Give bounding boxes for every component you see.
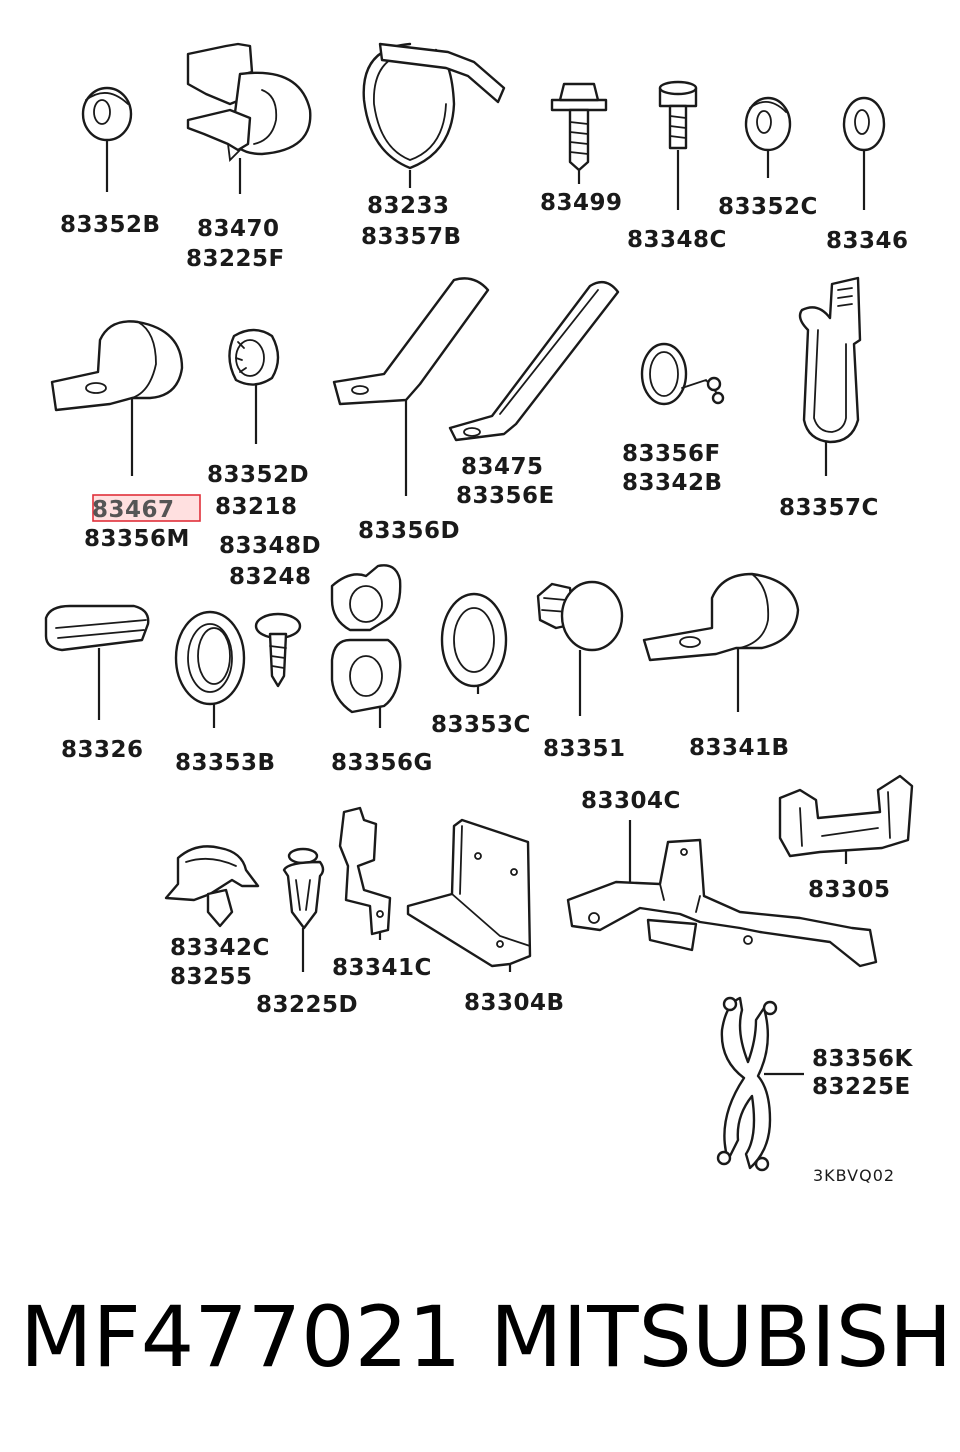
clamp-icon <box>50 320 184 412</box>
part-label-83352B: 83352B <box>60 212 161 238</box>
part-label-83475: 83475 <box>461 454 544 480</box>
part-label-83356G: 83356G <box>331 750 433 776</box>
part-label-83255: 83255 <box>170 964 253 990</box>
part-label-83356D: 83356D <box>358 518 460 544</box>
clamp-icon <box>642 572 800 662</box>
diagram-code: 3KBVQ02 <box>813 1166 895 1185</box>
part-label-83353B: 83353B <box>175 750 276 776</box>
part-label-83352C: 83352C <box>718 194 818 220</box>
grommet-icon <box>174 610 246 706</box>
screw-icon <box>658 80 698 150</box>
band-icon <box>362 42 506 170</box>
part-label-83356M: 83356M <box>84 526 190 552</box>
part-label-83341C: 83341C <box>332 955 432 981</box>
part-label-83225E: 83225E <box>812 1074 911 1100</box>
band-icon <box>798 276 862 444</box>
part-label-83352D: 83352D <box>207 462 309 488</box>
part-label-83342C: 83342C <box>170 935 270 961</box>
bolt-icon <box>550 82 608 172</box>
bracket-icon <box>338 806 392 936</box>
part-label-83304B: 83304B <box>464 990 565 1016</box>
footer-brand: MITSUBISHI <box>490 1288 960 1386</box>
clip-icon <box>44 604 150 652</box>
part-label-83356K: 83356K <box>812 1046 914 1072</box>
screw-icon <box>254 612 302 688</box>
plug-icon <box>536 580 624 652</box>
part-label-83357B: 83357B <box>361 224 462 250</box>
part-label-83305: 83305 <box>808 877 891 903</box>
part-label-83499: 83499 <box>540 190 623 216</box>
highlight-box <box>92 494 201 522</box>
part-label-83353C: 83353C <box>431 712 531 738</box>
clip-icon <box>330 564 402 714</box>
bracket-icon <box>406 818 532 968</box>
clip-icon <box>186 42 312 162</box>
part-label-83225D: 83225D <box>256 992 358 1018</box>
part-label-83467: 83467 <box>92 497 175 523</box>
part-label-83348C: 83348C <box>627 227 727 253</box>
washer-icon <box>842 96 886 152</box>
part-label-83346: 83346 <box>826 228 909 254</box>
part-label-83218: 83218 <box>215 494 298 520</box>
clip-icon <box>640 342 725 406</box>
footer-part-number: MF477021 <box>20 1288 461 1386</box>
part-label-83304C: 83304C <box>581 788 681 814</box>
part-label-83341B: 83341B <box>689 735 790 761</box>
part-label-83248: 83248 <box>229 564 312 590</box>
part-label-83342B: 83342B <box>622 470 723 496</box>
nut-icon <box>228 328 280 386</box>
part-label-83356F: 83356F <box>622 441 721 467</box>
part-label-83351: 83351 <box>543 736 626 762</box>
part-label-83356E: 83356E <box>456 483 555 509</box>
bracket-icon <box>332 277 490 406</box>
part-label-83233: 83233 <box>367 193 450 219</box>
part-label-83225F: 83225F <box>186 246 285 272</box>
clip-icon <box>778 774 914 858</box>
clip-icon <box>164 845 260 928</box>
part-label-83357C: 83357C <box>779 495 879 521</box>
clip-icon <box>716 996 778 1172</box>
bracket-icon <box>566 838 878 968</box>
bracket-icon <box>448 280 620 442</box>
grommet-icon <box>440 592 508 688</box>
part-label-83470: 83470 <box>197 216 280 242</box>
part-label-83348D: 83348D <box>219 533 321 559</box>
part-label-83326: 83326 <box>61 737 144 763</box>
nut-icon <box>81 86 133 142</box>
rivet-icon <box>282 847 325 930</box>
nut-icon <box>744 96 792 152</box>
